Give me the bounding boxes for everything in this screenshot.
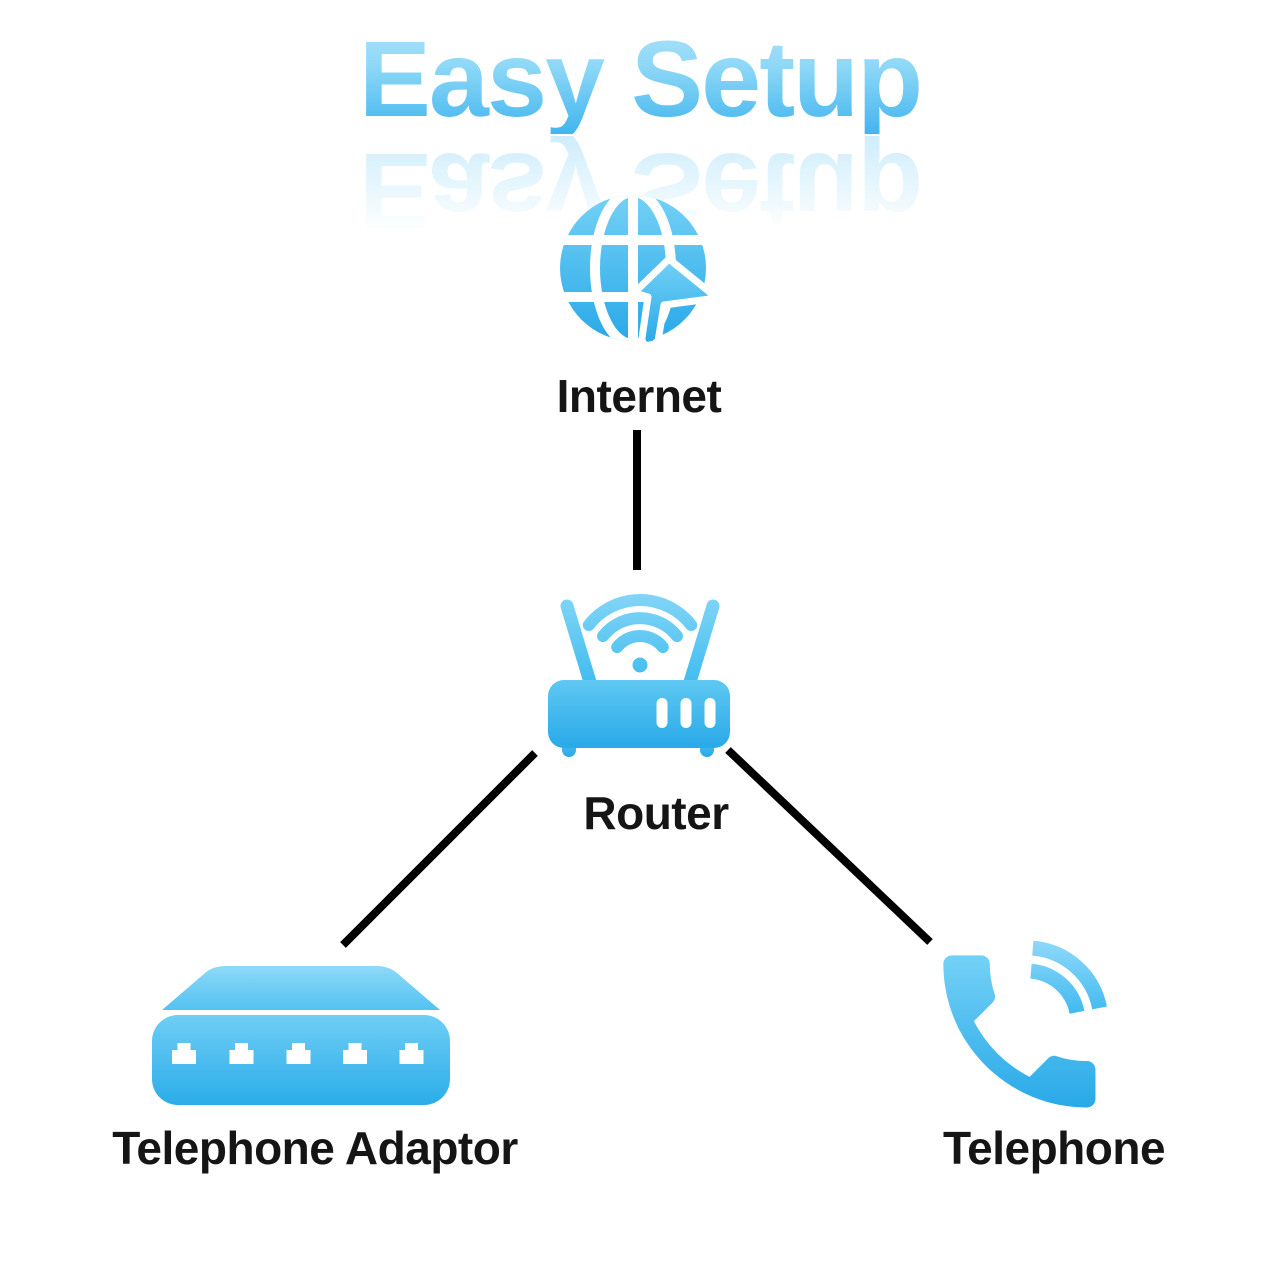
globe-with-cursor-icon (560, 195, 721, 349)
adaptor-ports (172, 1043, 424, 1064)
phone-handset-icon (943, 940, 1107, 1108)
phone-signal-waves-icon (1030, 940, 1107, 1015)
router-antenna-right (683, 599, 720, 689)
wifi-signal-icon (582, 594, 698, 654)
page-title-text: Easy Setup (358, 18, 923, 139)
connector-router-telephone (725, 747, 933, 945)
handset-shape (943, 955, 1096, 1108)
connector-router-adaptor (340, 750, 538, 948)
router-antenna-left (560, 599, 597, 689)
telephone-label: Telephone (942, 1122, 1166, 1174)
telephone-adaptor-label: Telephone Adaptor (112, 1122, 518, 1174)
cursor-arrow-icon (630, 255, 721, 349)
internet-label: Internet (556, 370, 722, 422)
router-leds (656, 698, 716, 728)
wifi-dot (632, 657, 648, 673)
router-label: Router (583, 787, 729, 839)
page-title: Easy Setup (0, 24, 1280, 134)
router-body (548, 680, 730, 748)
wifi-router-icon (548, 594, 730, 757)
adaptor-lid (162, 966, 440, 1010)
telephone-adaptor-icon (152, 966, 450, 1105)
